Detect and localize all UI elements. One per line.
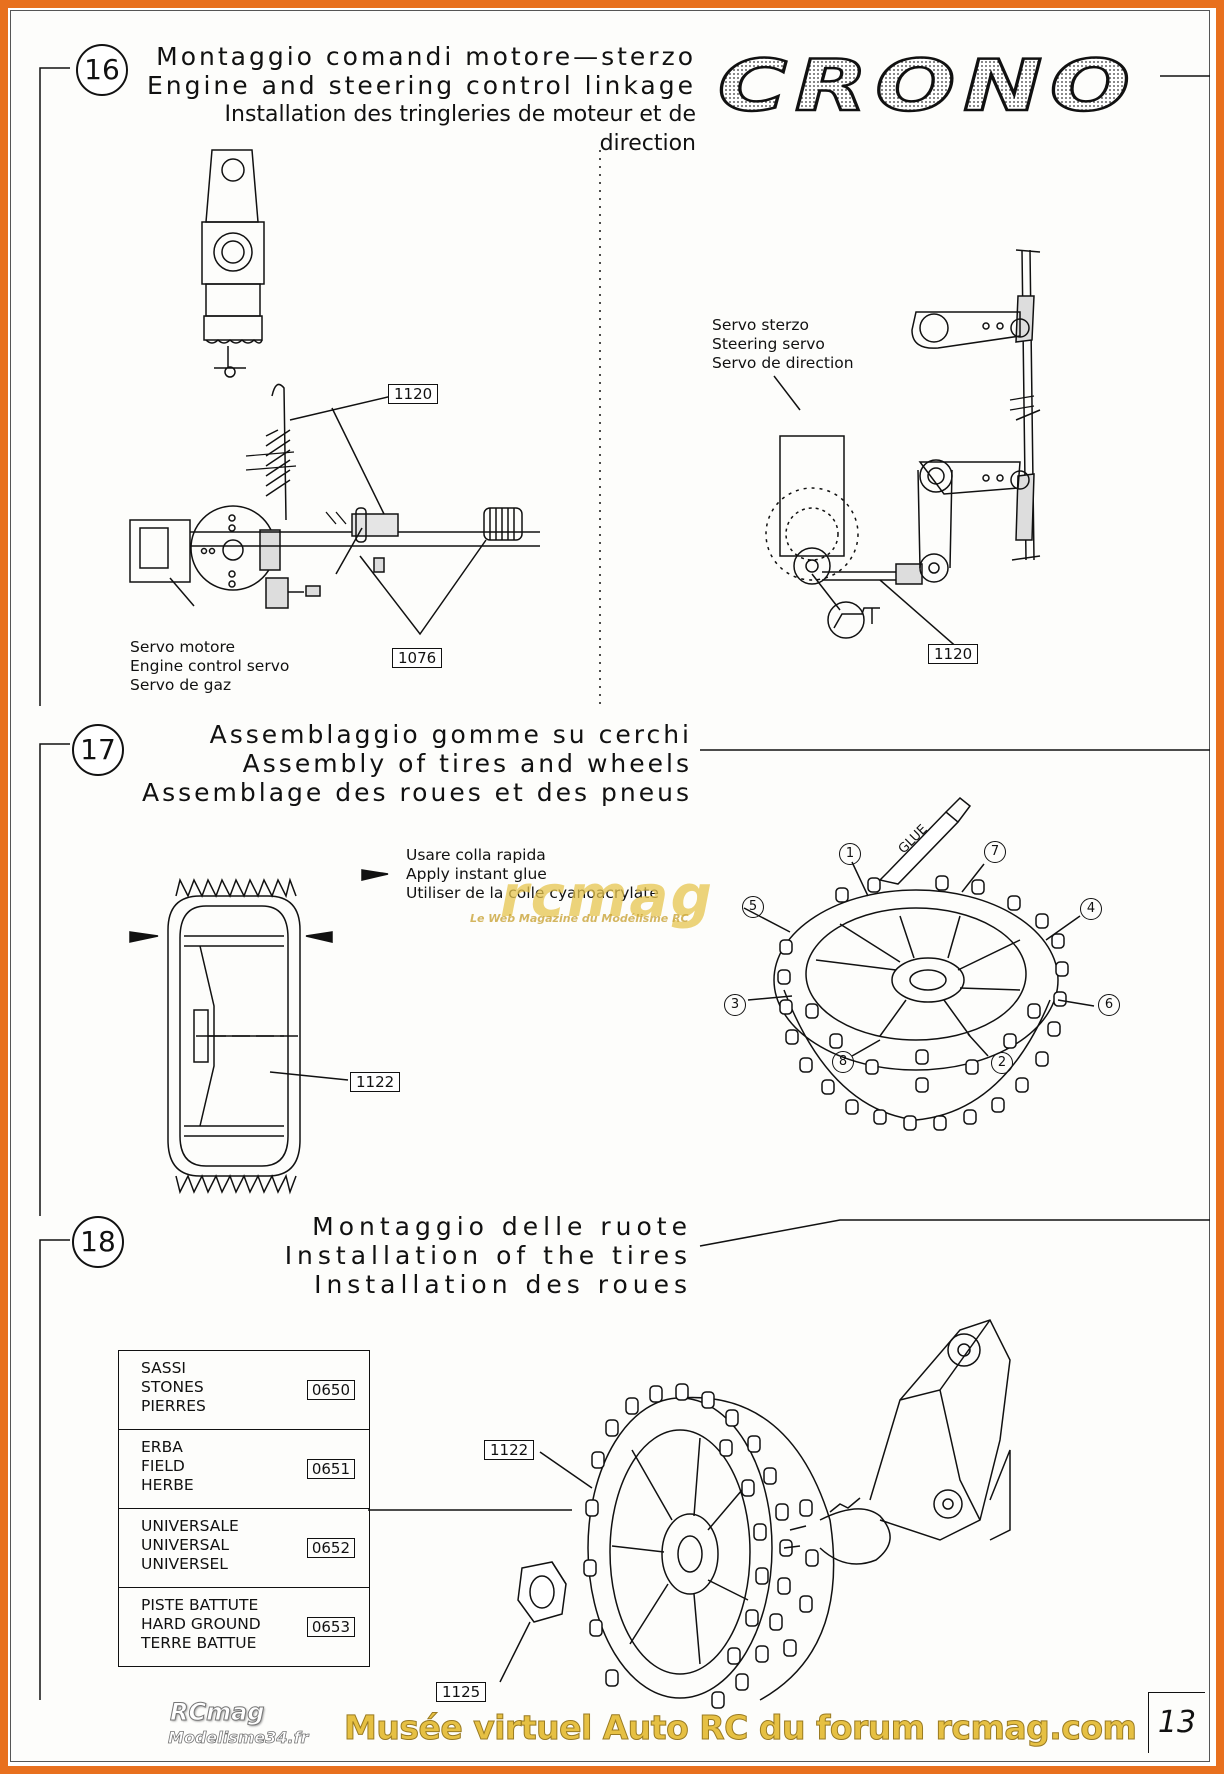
tire-type-label: ERBA FIELD HERBE: [141, 1438, 194, 1495]
tire-type-en: UNIVERSAL: [141, 1536, 230, 1554]
glue-instruction-fr: Utiliser de la colle cyanoacrylate: [406, 884, 659, 902]
section-17-title-fr: Assemblage des roues et des pneus: [142, 778, 692, 807]
tire-type-fr: HERBE: [141, 1476, 194, 1494]
engine-servo-label-it: Servo motore: [130, 638, 236, 656]
section-18-title-fr: Installation des roues: [314, 1270, 692, 1299]
tire-type-it: ERBA: [141, 1438, 183, 1456]
section-number-18: 18: [72, 1216, 124, 1268]
part-number-1125-nut: 1125: [436, 1682, 487, 1702]
section-18-title: Montaggio delle ruote Installation of th…: [136, 1212, 692, 1299]
section-number-17: 17: [72, 724, 124, 776]
section-18-title-it: Montaggio delle ruote: [312, 1212, 692, 1241]
steering-linkage-drawing: [765, 249, 1041, 651]
section-16-title-it: Montaggio comandi motore—sterzo: [156, 42, 696, 71]
glue-instruction-it: Usare colla rapida: [406, 846, 546, 864]
glue-step-4: 4: [1080, 898, 1102, 920]
glue-step-8: 8: [832, 1051, 854, 1073]
part-number-1122-tire: 1122: [350, 1072, 401, 1092]
glue-step-3: 3: [724, 994, 746, 1016]
glue-step-7: 7: [984, 841, 1006, 863]
rcmag-watermark-tagline: Le Web Magazine du Modélisme RC: [470, 912, 689, 925]
part-number-1122-wheel: 1122: [484, 1440, 535, 1460]
glue-step-1: 1: [839, 843, 861, 865]
section-16-title-fr: Installation des tringleries de moteur e…: [224, 102, 696, 156]
steering-servo-label-en: Steering servo: [712, 335, 825, 353]
section-16-title-en: Engine and steering control linkage: [146, 71, 696, 100]
engine-servo-label: Servo motore Engine control servo Servo …: [130, 638, 289, 695]
engine-servo-label-en: Engine control servo: [130, 657, 290, 675]
engine-linkage-drawing: [129, 149, 540, 636]
rcmag-watermark: rcmag: [500, 862, 715, 930]
engine-servo-label-fr: Servo de gaz: [130, 676, 232, 694]
glue-step-2: 2: [991, 1052, 1013, 1074]
section-17-title-en: Assembly of tires and wheels: [242, 749, 692, 778]
tire-type-fr: UNIVERSEL: [141, 1555, 228, 1573]
section-17-title: Assemblaggio gomme su cerchi Assembly of…: [136, 720, 692, 807]
table-row: PISTE BATTUTE HARD GROUND TERRE BATTUE 0…: [119, 1588, 369, 1666]
table-row: UNIVERSALE UNIVERSAL UNIVERSEL 0652: [119, 1509, 369, 1588]
glue-step-6: 6: [1098, 994, 1120, 1016]
wheel-tire-drawing: [743, 796, 1095, 1131]
rcmag-corner-logo: RCmag: [169, 1698, 265, 1727]
modelisme34-logo: Modelisme34.fr: [168, 1728, 309, 1748]
tire-type-en: FIELD: [141, 1457, 185, 1475]
page-number: 13: [1148, 1692, 1205, 1753]
glue-step-5: 5: [742, 896, 764, 918]
tire-type-fr: PIERRES: [141, 1397, 206, 1415]
tire-type-label: PISTE BATTUTE HARD GROUND TERRE BATTUE: [141, 1596, 261, 1653]
tire-type-fr: TERRE BATTUE: [141, 1634, 257, 1652]
section-16-title: Montaggio comandi motore—sterzo Engine a…: [140, 42, 696, 158]
tire-type-label: UNIVERSALE UNIVERSAL UNIVERSEL: [141, 1517, 239, 1574]
part-number-1120-steering: 1120: [928, 644, 979, 664]
section-18-title-en: Installation of the tires: [284, 1241, 692, 1270]
footer-watermark: Musée virtuel Auto RC du forum rcmag.com: [343, 1708, 1137, 1748]
tire-part-code: 0651: [306, 1459, 355, 1479]
glue-instruction-en: Apply instant glue: [406, 865, 547, 883]
tire-type-en: HARD GROUND: [141, 1615, 261, 1633]
steering-servo-label: Servo sterzo Steering servo Servo de dir…: [712, 316, 854, 373]
tire-type-it: SASSI: [141, 1359, 186, 1377]
tire-type-label: SASSI STONES PIERRES: [141, 1359, 206, 1416]
tire-part-code: 0650: [306, 1380, 355, 1400]
steering-servo-label-it: Servo sterzo: [712, 316, 810, 334]
svg-text:CRONO: CRONO: [718, 45, 1138, 124]
wheel-mounting-drawing: [368, 1319, 1011, 1709]
steering-servo-label-fr: Servo de direction: [712, 354, 854, 372]
section-number-16: 16: [76, 44, 128, 96]
part-number-1120-engine: 1120: [388, 384, 439, 404]
table-row: SASSI STONES PIERRES 0650: [119, 1351, 369, 1430]
section-17-title-it: Assemblaggio gomme su cerchi: [209, 720, 692, 749]
tire-cross-section: [129, 869, 389, 1195]
glue-instruction: Usare colla rapida Apply instant glue Ut…: [406, 846, 659, 903]
part-number-1076: 1076: [392, 648, 443, 668]
tire-options-table: SASSI STONES PIERRES 0650 ERBA FIELD HER…: [118, 1350, 370, 1667]
tire-type-it: UNIVERSALE: [141, 1517, 239, 1535]
tire-part-code: 0653: [306, 1617, 355, 1637]
tire-type-en: STONES: [141, 1378, 204, 1396]
crono-logo: CRONO: [717, 44, 1138, 124]
tire-part-code: 0652: [306, 1538, 355, 1558]
tire-type-it: PISTE BATTUTE: [141, 1596, 259, 1614]
table-row: ERBA FIELD HERBE 0651: [119, 1430, 369, 1509]
